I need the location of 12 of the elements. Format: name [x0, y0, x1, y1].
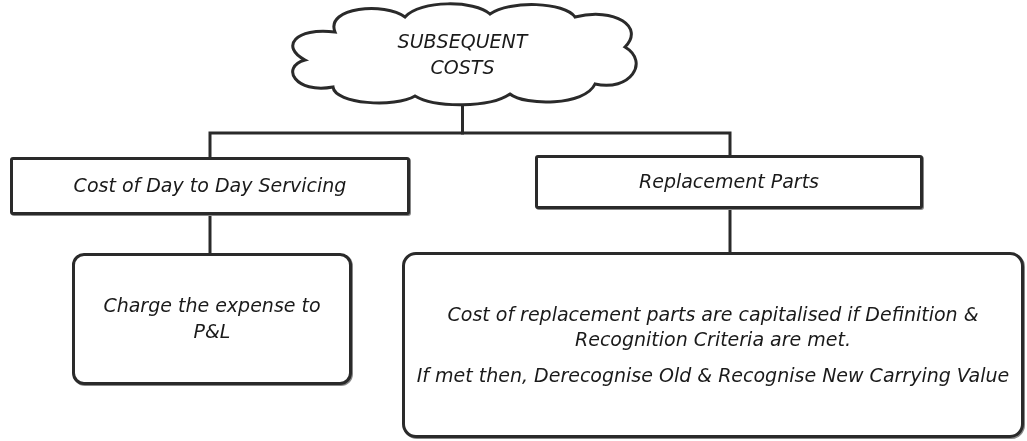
connector-line [728, 209, 732, 252]
box-text: Charge the expense to P&L [102, 293, 322, 344]
cloud-title: SUBSEQUENT COSTS [396, 29, 530, 80]
box-text: Cost of replacement parts are capitalised if Definition & Recognition Criteria are met. [446, 301, 980, 353]
text-box [535, 155, 923, 209]
text-box [10, 157, 410, 215]
text-box [402, 252, 1024, 438]
text-box [72, 253, 352, 385]
box-text: If met then, Derecognise Old & Recognise New Carrying Value [415, 362, 1011, 388]
connector-line [208, 215, 212, 253]
box-text: Cost of Day to Day Servicing [72, 173, 348, 199]
box-text: Replacement Parts [638, 169, 820, 195]
